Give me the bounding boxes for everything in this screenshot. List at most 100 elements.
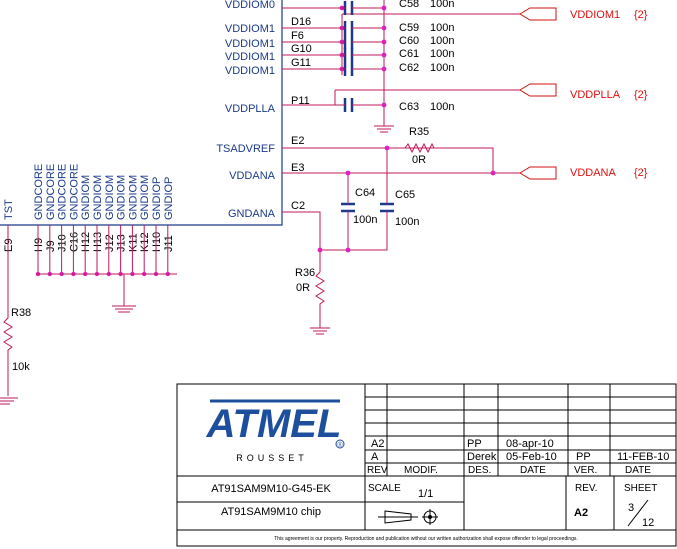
cap-ref: C62	[399, 62, 419, 74]
pin-signal: VDDIOM0	[225, 0, 275, 11]
resistor-r36: R36 0R	[295, 267, 330, 335]
bottom-pin-signal: GNDCORE	[68, 164, 80, 220]
logo-sub: ROUSSET	[236, 453, 308, 463]
net-name: VDDPLLA	[570, 89, 621, 101]
pin-signal: VDDANA	[229, 170, 276, 182]
cap-ref: C61	[399, 48, 419, 60]
pin-signal: GNDANA	[228, 208, 276, 220]
registered-mark: ®	[337, 441, 343, 449]
bottom-pin-signal: TST	[3, 199, 15, 220]
cap-c63	[343, 98, 354, 112]
cap-value: 100n	[430, 35, 454, 47]
resistor-ref: R38	[11, 307, 31, 319]
bottom-pin-number: J13	[116, 234, 128, 252]
pin-number: F6	[291, 30, 304, 42]
cap-c61	[343, 48, 354, 62]
sheet-num: 3	[628, 502, 634, 514]
pin-number: C2	[291, 200, 305, 212]
cap-value: 100n	[430, 101, 454, 113]
logo-text: ATMEL	[206, 402, 342, 446]
bottom-pin-number: K12	[139, 232, 151, 252]
footer-notice: This agreement is our property. Reproduc…	[274, 536, 578, 542]
rev-label: REV.	[575, 483, 597, 494]
cap-value: 100n	[430, 62, 454, 74]
cap-value: 100n	[395, 216, 419, 228]
header-vdate: DATE	[625, 465, 651, 476]
bottom-pin-number: J9	[45, 240, 57, 252]
bottom-pin-signal: GNDIOM	[92, 175, 104, 220]
pin-signal: TSADVREF	[216, 143, 275, 155]
pin-number: P11	[291, 95, 310, 107]
pin-signal: VDDIOM1	[225, 38, 275, 50]
bottom-pin-number: H12	[80, 232, 92, 252]
bottom-pin-number: H13	[92, 232, 104, 252]
bottom-pin-number: J12	[104, 234, 116, 252]
net-name: VDDIOM1	[570, 9, 620, 21]
chip-outline	[0, 0, 283, 226]
ground-bus	[36, 273, 177, 313]
resistor-r35: R35 0R	[404, 126, 435, 166]
date-cell: 08-apr-10	[506, 438, 554, 450]
cap-c58	[343, 1, 354, 15]
bottom-pin-signal: GNDIOM	[127, 175, 139, 220]
net-sheet: {2}	[634, 89, 648, 101]
net-name: VDDANA	[570, 167, 617, 179]
bottom-pin-signal: GNDIOP	[163, 177, 175, 220]
chip-right-pins: VDDIOM0 VDDIOM1 VDDIOM1 VDDIOM1 VDDIOM1 …	[216, 0, 311, 220]
header-des: DES.	[468, 465, 491, 476]
header-modif: MODIF.	[404, 465, 438, 476]
des-cell: Derek	[467, 451, 497, 463]
pin-signal: VDDPLLA	[225, 103, 276, 115]
net-port-vddplla: VDDPLLA {2}	[519, 83, 648, 101]
pin-signal: VDDIOM1	[225, 23, 275, 35]
resistor-r38: R38 10k	[0, 300, 31, 405]
rev-value: A2	[574, 507, 588, 519]
pin-number: G10	[291, 43, 312, 55]
bottom-pin-number: H9	[33, 238, 45, 252]
cap-ref: C65	[395, 189, 415, 201]
bottom-pin-number: J10	[57, 234, 69, 252]
resistor-value: 0R	[412, 154, 426, 166]
rev-cell: A2	[371, 438, 384, 450]
cap-value: 100n	[430, 48, 454, 60]
bottom-pin-signal: GNDIOM	[80, 175, 92, 220]
cap-ref: C60	[399, 35, 419, 47]
cap-c64: C64 100n	[341, 187, 377, 226]
cap-value: 100n	[430, 0, 454, 10]
resistor-ref: R36	[295, 267, 315, 279]
cap-c65: C65 100n	[380, 189, 419, 228]
bottom-pin-number: E9	[3, 239, 15, 252]
chip-bottom-pins: TSTE9GNDCOREH9GNDCOREJ9GNDCOREJ10GNDCORE…	[3, 164, 175, 300]
cap-ref: C64	[355, 187, 375, 199]
cap-ref: C59	[399, 22, 419, 34]
projection-symbol-icon	[378, 509, 438, 525]
net-port-vddiom1: VDDIOM1 {2}	[519, 7, 648, 21]
scale-label: SCALE	[368, 483, 401, 494]
bottom-pin-signal: GNDIOM	[139, 175, 151, 220]
ver-cell: PP	[576, 451, 591, 463]
des-cell: PP	[467, 438, 482, 450]
pin-number: E2	[291, 135, 304, 147]
cap-c62	[343, 62, 354, 76]
bottom-pin-number: K11	[127, 233, 139, 252]
cap-ref: C58	[399, 0, 419, 10]
pin-number: D16	[291, 16, 311, 28]
resistor-ref: R35	[409, 126, 429, 138]
resistor-value: 10k	[12, 361, 30, 373]
cap-value: 100n	[430, 22, 454, 34]
wires-right	[282, 0, 520, 272]
bottom-pin-number: H10	[151, 232, 163, 252]
pin-signal: VDDIOM1	[225, 51, 275, 63]
pin-number: G11	[291, 57, 311, 69]
pin-signal: VDDIOM1	[225, 65, 275, 77]
decoupling-caps: C58 100n C59 100n C60 100n C61 100n C62 …	[335, 0, 454, 113]
header-date: DATE	[520, 465, 546, 476]
cap-c60	[343, 35, 354, 49]
bottom-pin-signal: GNDIOM	[116, 175, 128, 220]
sheet-total: 12	[642, 517, 654, 529]
ground-symbol	[374, 120, 394, 133]
net-sheet: {2}	[634, 167, 648, 179]
cap-c59	[343, 21, 354, 35]
cap-ref: C63	[399, 101, 419, 113]
